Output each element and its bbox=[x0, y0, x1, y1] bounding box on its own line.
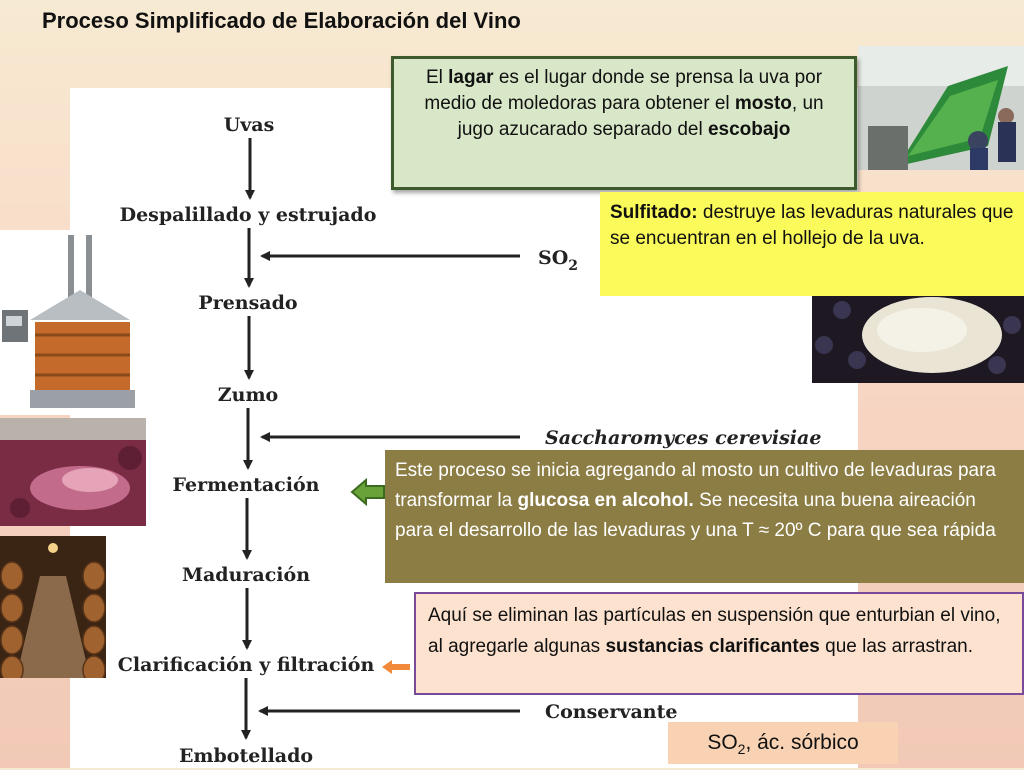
step-clarificacion: Clarificación y filtración bbox=[118, 654, 375, 676]
step-zumo: Zumo bbox=[218, 384, 278, 406]
input-so2: SO2 bbox=[538, 247, 578, 274]
step-embotellado: Embotellado bbox=[179, 745, 313, 767]
grape-conveyor-photo bbox=[858, 46, 1024, 170]
wine-press-photo bbox=[0, 230, 140, 415]
green-pointer-arrow bbox=[350, 477, 385, 507]
input-yeast: Saccharomyces cerevisiae bbox=[545, 427, 821, 449]
barrel-cellar-photo bbox=[0, 536, 106, 678]
step-maduracion: Maduración bbox=[182, 564, 310, 586]
crushed-grapes-photo bbox=[0, 418, 146, 526]
sulfitado-callout: Sulfitado: destruye las levaduras natura… bbox=[600, 192, 1024, 296]
clarificacion-callout: Aquí se eliminan las partículas en suspe… bbox=[414, 592, 1024, 695]
preservative-callout: SO2, ác. sórbico bbox=[668, 722, 898, 764]
fermentacion-callout: Este proceso se inicia agregando al most… bbox=[385, 450, 1024, 583]
step-uvas: Uvas bbox=[224, 114, 275, 136]
page-title: Proceso Simplificado de Elaboración del … bbox=[42, 8, 521, 33]
orange-pointer-arrow bbox=[382, 660, 410, 674]
lagar-callout: El lagar es el lugar donde se prensa la … bbox=[391, 56, 857, 190]
step-fermentacion: Fermentación bbox=[173, 474, 320, 496]
step-despalillado: Despalillado y estrujado bbox=[120, 204, 377, 226]
step-prensado: Prensado bbox=[198, 292, 297, 314]
input-preservative: Conservante bbox=[545, 701, 677, 723]
